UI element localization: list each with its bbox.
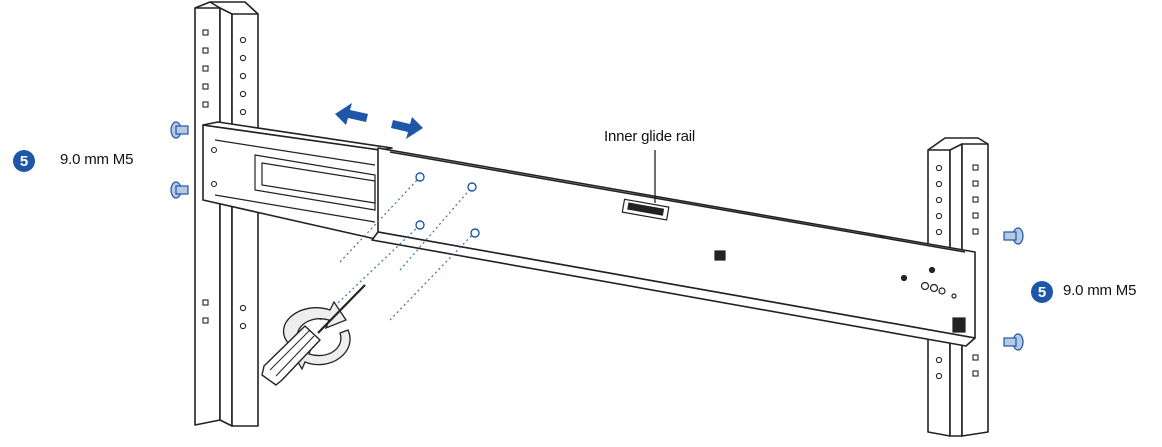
rail-mounting-holes (415, 172, 480, 238)
left-screw-spec: 9.0 mm M5 (60, 151, 134, 168)
right-screw-spec: 9.0 mm M5 (1063, 282, 1137, 299)
left-rack-post (194, 1, 259, 427)
screw-guide-lines (319, 176, 476, 321)
left-step-badge: 5 (13, 150, 35, 172)
screw-icon (170, 181, 189, 199)
inner-rail-details (621, 198, 966, 333)
right-rack-post-holes (935, 164, 979, 380)
inner-glide-rail-label: Inner glide rail (604, 128, 696, 145)
outer-rail (202, 121, 393, 241)
screw-icon (1003, 333, 1024, 351)
outer-rail-rivet (210, 180, 218, 188)
left-rack-post-holes (202, 29, 247, 330)
inner-glide-rail (371, 147, 976, 347)
screwdriver-icon (261, 284, 366, 386)
direction-arrow-right-icon (391, 117, 423, 139)
outer-rail-slot (214, 139, 376, 223)
outer-rail-rivet (210, 146, 218, 154)
direction-arrow-left-icon (335, 103, 368, 125)
right-step-badge: 5 (1031, 281, 1053, 303)
screw-icon (170, 121, 189, 139)
screw-icon (1003, 227, 1024, 245)
